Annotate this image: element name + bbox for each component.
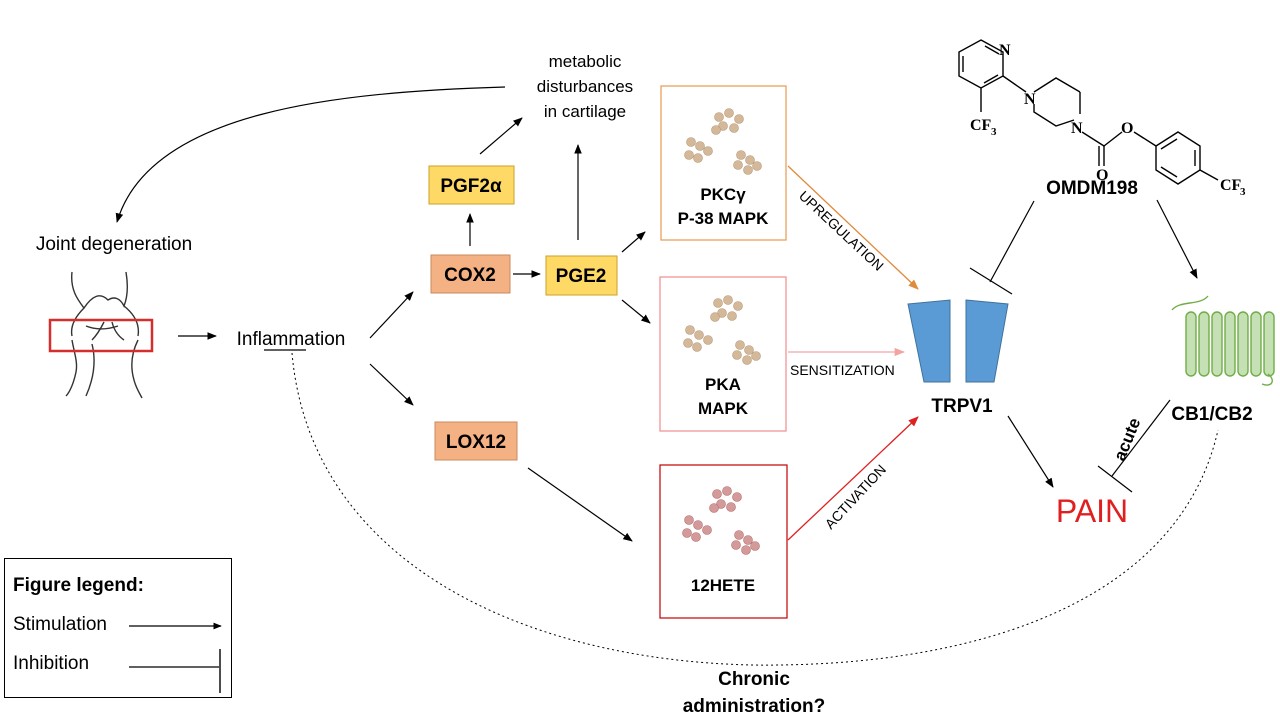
arrow-trpv1-to-pain [1007, 415, 1054, 488]
activation-label: ACTIVATION [821, 461, 889, 532]
cox2-box: COX2 [430, 254, 511, 294]
joint-highlight-box [48, 318, 154, 353]
legend-title: Figure legend: [13, 575, 144, 596]
svg-text:PGF2α: PGF2α [440, 176, 502, 197]
joint-degeneration-label: Joint degeneration [36, 234, 192, 255]
atom-n-ring: N [999, 42, 1011, 59]
inhibition-lines [264, 200, 1219, 666]
omdm198-atoms: N N N O O CF 3 CF 3 [970, 42, 1246, 198]
p38-mapk-label: P-38 MAPK [678, 209, 769, 228]
cell-cluster-icon [683, 295, 761, 365]
upregulation-label: UPREGULATION [796, 187, 887, 273]
knee-joint-icon [65, 271, 143, 399]
svg-text:COX2: COX2 [444, 265, 496, 286]
cell-cluster-icon [684, 108, 762, 175]
stimulation-arrows [115, 86, 1198, 542]
arrow-pgf2a-to-metabolic [479, 117, 523, 155]
cf3-right-subscript: 3 [1240, 186, 1246, 198]
pge2-box: PGE2 [545, 255, 618, 296]
chronic-dashed-path [291, 352, 1219, 666]
arrow-lox12-to-12hete [527, 467, 633, 542]
omdm198-label: OMDM198 [1046, 178, 1138, 199]
atom-o-carbonyl: O [1096, 167, 1108, 184]
svg-text:PGE2: PGE2 [556, 266, 607, 287]
metabolic-label-line2: disturbances [537, 77, 633, 96]
inhibit-cb-pain [1111, 399, 1171, 477]
inhibit-omdm198-trpv1 [989, 200, 1035, 283]
cf3-left-subscript: 3 [991, 126, 997, 138]
omdm198-structure [958, 39, 1219, 185]
inhibit-omdm198-trpv1-bar [969, 267, 1013, 295]
arrow-inflammation-to-cox2 [369, 291, 414, 339]
cell-box-pka: PKA MAPK [659, 276, 787, 432]
inhibit-cb-pain-bar [1097, 465, 1133, 493]
legend-inhibition-label: Inhibition [13, 653, 90, 674]
pkc-label: PKCγ [700, 185, 746, 204]
figure-legend: Figure legend: Stimulation Inhibition [4, 558, 232, 698]
acute-label: acute [1110, 415, 1144, 463]
mapk-label: MAPK [698, 399, 749, 418]
cell-box-pkc: PKCγ P-38 MAPK [660, 85, 787, 241]
cell-cluster-icon [682, 486, 760, 555]
cb-receptor-icon [1171, 295, 1275, 386]
arrow-pge2-to-pkc [621, 231, 646, 253]
atom-n2: N [1071, 120, 1083, 137]
cell-box-12hete: 12HETE [659, 464, 788, 619]
trpv1-channel-icon [907, 299, 1009, 383]
legend-stimulation-label: Stimulation [13, 614, 107, 635]
arrow-metabolic-to-joint [115, 86, 506, 223]
svg-text:LOX12: LOX12 [446, 432, 506, 453]
12hete-label: 12HETE [691, 576, 755, 595]
arrow-inflammation-to-lox12 [369, 363, 414, 406]
sensitization-label: SENSITIZATION [790, 362, 895, 378]
atom-n1: N [1024, 91, 1036, 108]
metabolic-label-line1: metabolic [549, 52, 622, 71]
metabolic-label-line3: in cartilage [544, 102, 626, 121]
legend-symbols [129, 622, 222, 693]
atom-o-ester: O [1121, 120, 1133, 137]
arrow-pge2-to-pka [621, 299, 651, 324]
trpv1-label: TRPV1 [931, 396, 993, 417]
cf3-left: CF [970, 117, 992, 134]
chronic-label-line2: administration? [683, 696, 826, 717]
arrow-omdm198-to-cb [1156, 199, 1198, 279]
pgf2a-box: PGF2α [428, 165, 515, 205]
cb1-cb2-label: CB1/CB2 [1171, 404, 1252, 425]
arrow-activation [787, 416, 919, 541]
lox12-box: LOX12 [434, 421, 518, 461]
arrow-upregulation [787, 165, 919, 290]
cf3-right: CF [1220, 177, 1242, 194]
pka-label: PKA [705, 375, 741, 394]
inflammation-label: Inflammation [237, 329, 346, 350]
chronic-label-line1: Chronic [718, 669, 790, 690]
pain-label: PAIN [1056, 493, 1128, 529]
